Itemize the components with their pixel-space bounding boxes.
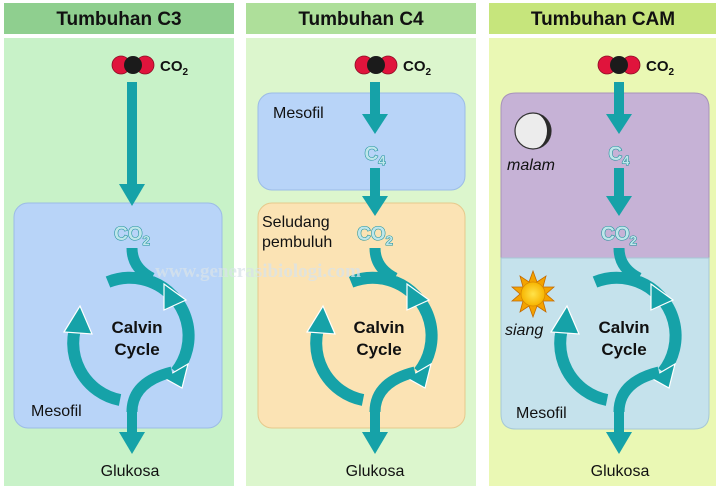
panel-c4: Tumbuhan C4 CO2 Mesofil C4 Seludang pemb… xyxy=(246,3,476,486)
moon-icon xyxy=(514,112,552,150)
bundle-sheath-label-line2: pembuluh xyxy=(262,234,332,251)
co2-input-label: CO2 xyxy=(646,58,675,78)
calvin-cycle-arrows xyxy=(549,247,682,454)
co2-to-c4-arrow xyxy=(606,82,632,134)
cycle-label: Cycle xyxy=(356,340,401,359)
co2-to-c4-arrow xyxy=(362,82,388,134)
night-label: malam xyxy=(507,157,555,174)
panel-c3: Tumbuhan C3 CO2 CO2 Calvin Cycle xyxy=(4,3,234,486)
header-background xyxy=(246,3,476,34)
cycle-label: Cycle xyxy=(601,340,646,359)
co2-molecule-icon xyxy=(111,55,155,75)
co2-input-label: CO2 xyxy=(160,58,189,78)
header-background xyxy=(489,3,716,34)
panel-cam: Tumbuhan CAM CO2 malam C4 CO2 sian xyxy=(489,3,716,486)
c4-to-sheath-arrow xyxy=(362,168,388,216)
co2-input-label: CO2 xyxy=(403,58,432,78)
mesophyll-cell xyxy=(257,92,466,191)
co2-arrow xyxy=(119,82,145,206)
sun-icon xyxy=(510,269,556,319)
calvin-cycle-arrows xyxy=(305,247,438,454)
c4-label: C4 xyxy=(609,144,631,168)
watermark-text: www.generasibiologi.com xyxy=(155,261,361,282)
calvin-label: Calvin xyxy=(353,318,404,337)
bundle-sheath-label-line1: Seludang xyxy=(262,214,330,231)
co2-in-cell-label: CO2 xyxy=(114,224,150,248)
glucose-label: Glukosa xyxy=(346,463,405,480)
calvin-label: Calvin xyxy=(598,318,649,337)
glucose-label: Glukosa xyxy=(591,463,650,480)
calvin-label: Calvin xyxy=(111,318,162,337)
co2-in-cell-label: CO2 xyxy=(601,224,637,248)
night-region xyxy=(500,92,710,259)
c4-to-co2-arrow xyxy=(606,168,632,216)
co2-molecule-icon xyxy=(597,55,641,75)
glucose-label: Glukosa xyxy=(101,463,160,480)
mesophyll-label: Mesofil xyxy=(273,105,324,122)
panel-title: Tumbuhan C3 xyxy=(56,9,181,30)
co2-in-cell-label: CO2 xyxy=(357,224,393,248)
c4-label: C4 xyxy=(365,144,387,168)
day-label: siang xyxy=(505,322,543,339)
cycle-label: Cycle xyxy=(114,340,159,359)
mesophyll-label: Mesofil xyxy=(31,403,82,420)
panel-title: Tumbuhan CAM xyxy=(531,9,675,30)
panel-title: Tumbuhan C4 xyxy=(298,9,424,30)
mesophyll-label: Mesofil xyxy=(516,405,567,422)
calvin-cycle-arrows xyxy=(62,247,195,454)
co2-molecule-icon xyxy=(354,55,398,75)
header-background xyxy=(4,3,234,34)
